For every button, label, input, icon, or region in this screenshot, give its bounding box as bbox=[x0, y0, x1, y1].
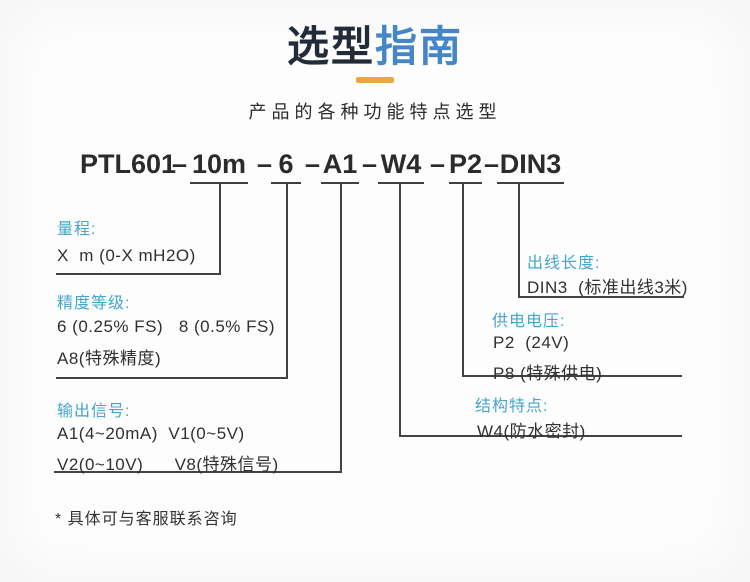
footnote: * 具体可与客服联系咨询 bbox=[55, 511, 238, 528]
block-output-label: 输出信号: bbox=[57, 403, 131, 420]
model-segment-range: 10m bbox=[190, 149, 248, 184]
model-separator-6: – bbox=[484, 149, 500, 179]
page-title: 选型指南 bbox=[0, 22, 750, 72]
model-segment-power: P2 bbox=[449, 149, 482, 184]
block-accuracy-line-2: A8(特殊精度) bbox=[57, 349, 162, 368]
connector-accuracy-horizontal bbox=[56, 377, 288, 379]
connector-output-horizontal bbox=[54, 471, 342, 473]
block-cable-line-1: DIN3 (标准出线3米) bbox=[527, 278, 688, 297]
connector-power-horizontal bbox=[462, 375, 682, 377]
connector-output-vertical bbox=[340, 184, 342, 473]
model-segment-cable: DIN3 bbox=[497, 149, 564, 184]
page-title-part-dark: 选型 bbox=[286, 23, 375, 70]
model-segment-structure: W4 bbox=[378, 149, 424, 184]
model-separator-3: – bbox=[305, 149, 321, 179]
model-segment-accuracy: 6 bbox=[271, 149, 301, 184]
block-output-line-2: V2(0~10V) V8(特殊信号) bbox=[57, 455, 279, 474]
connector-power-vertical bbox=[462, 184, 464, 377]
title-accent-bar bbox=[356, 77, 394, 83]
model-separator-2: – bbox=[257, 149, 273, 179]
connector-structure-horizontal bbox=[399, 435, 682, 437]
connector-accuracy-vertical bbox=[286, 184, 288, 379]
block-power-line-1: P2 (24V) bbox=[493, 333, 570, 352]
block-structure-label: 结构特点: bbox=[475, 398, 549, 415]
page-subtitle: 产品的各种功能特点选型 bbox=[248, 102, 502, 122]
model-separator-5: – bbox=[430, 149, 446, 179]
block-power-line-2: P8 (特殊供电) bbox=[493, 364, 603, 383]
connector-structure-vertical bbox=[399, 184, 401, 437]
block-accuracy-label: 精度等级: bbox=[57, 295, 131, 312]
block-cable-label: 出线长度: bbox=[527, 255, 601, 272]
block-output-line-1: A1(4~20mA) V1(0~5V) bbox=[57, 424, 245, 443]
block-range-line-1: X m (0-X mH2O) bbox=[57, 246, 196, 265]
block-accuracy-line-1: 6 (0.25% FS) 8 (0.5% FS) bbox=[57, 317, 276, 336]
connector-cable-horizontal bbox=[518, 296, 684, 298]
model-separator-4: – bbox=[362, 149, 378, 179]
block-power-label: 供电电压: bbox=[492, 313, 566, 330]
block-structure-line-1: W4(防水密封) bbox=[477, 422, 586, 441]
connector-range-horizontal bbox=[56, 273, 221, 275]
page-title-part-blue: 指南 bbox=[375, 23, 464, 70]
block-range-label: 量程: bbox=[57, 221, 97, 238]
model-segment-output: A1 bbox=[321, 149, 359, 184]
model-prefix: PTL601 bbox=[80, 149, 177, 179]
model-separator-1: – bbox=[172, 149, 188, 179]
connector-range-vertical bbox=[219, 184, 221, 275]
connector-cable-vertical bbox=[518, 184, 520, 298]
